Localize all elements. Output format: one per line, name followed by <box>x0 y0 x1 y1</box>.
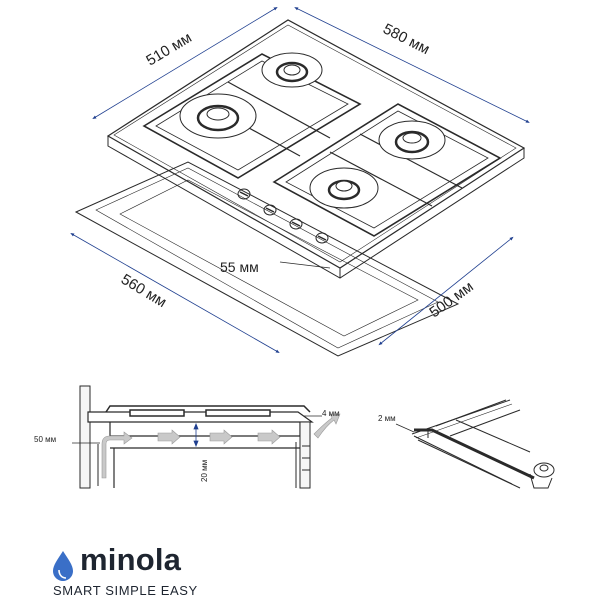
burner-front-right <box>309 167 379 209</box>
burner-back-left <box>261 52 323 88</box>
section-view <box>79 385 314 489</box>
dim-front: 55 мм <box>220 259 259 275</box>
section-dimension-marks <box>72 415 322 448</box>
seal-detail <box>411 399 555 489</box>
brand-tagline: SMART SIMPLE EASY <box>53 583 198 598</box>
burner-front-left <box>179 93 257 139</box>
dim-bottom-left: 560 мм <box>118 271 169 311</box>
dim-top-left: 510 мм <box>143 29 194 69</box>
brand-name: minola <box>80 542 182 577</box>
airflow-arrows <box>101 413 341 479</box>
section-gap-right: 4 мм <box>322 409 340 418</box>
grate-right <box>272 103 502 237</box>
brand-logo-drop-icon <box>53 551 73 581</box>
burner-back-right <box>378 120 446 160</box>
seal-pointer <box>395 423 415 433</box>
dimension-lines <box>70 6 530 353</box>
hob-top-view <box>106 19 526 279</box>
knob-3 <box>289 218 303 230</box>
dim-top-right: 580 мм <box>380 20 432 58</box>
section-gap-left: 50 мм <box>34 435 56 444</box>
section-gap-vertical: 20 мм <box>200 460 209 482</box>
seal-thickness-label: 2 мм <box>378 414 396 423</box>
